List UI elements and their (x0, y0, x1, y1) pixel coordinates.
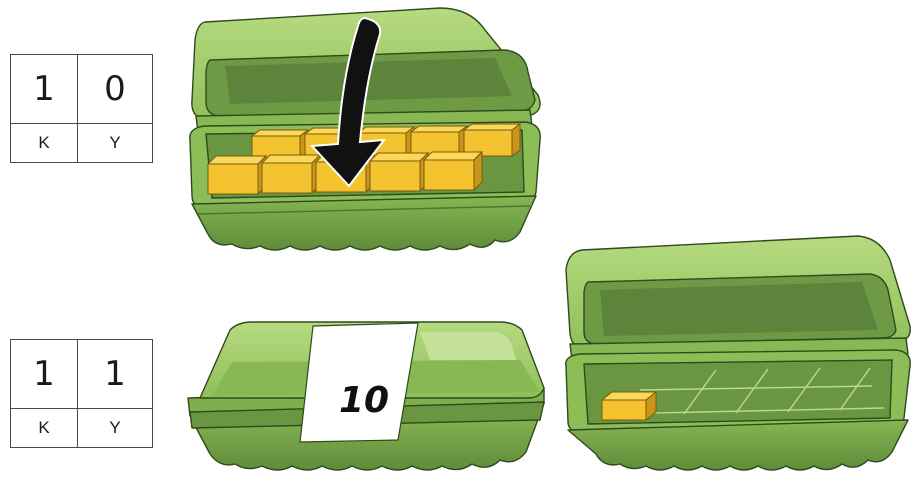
closed-box-label: 10 (339, 380, 389, 421)
single-cube-icon (602, 392, 656, 420)
open-carton-one-cube-icon (566, 236, 910, 470)
